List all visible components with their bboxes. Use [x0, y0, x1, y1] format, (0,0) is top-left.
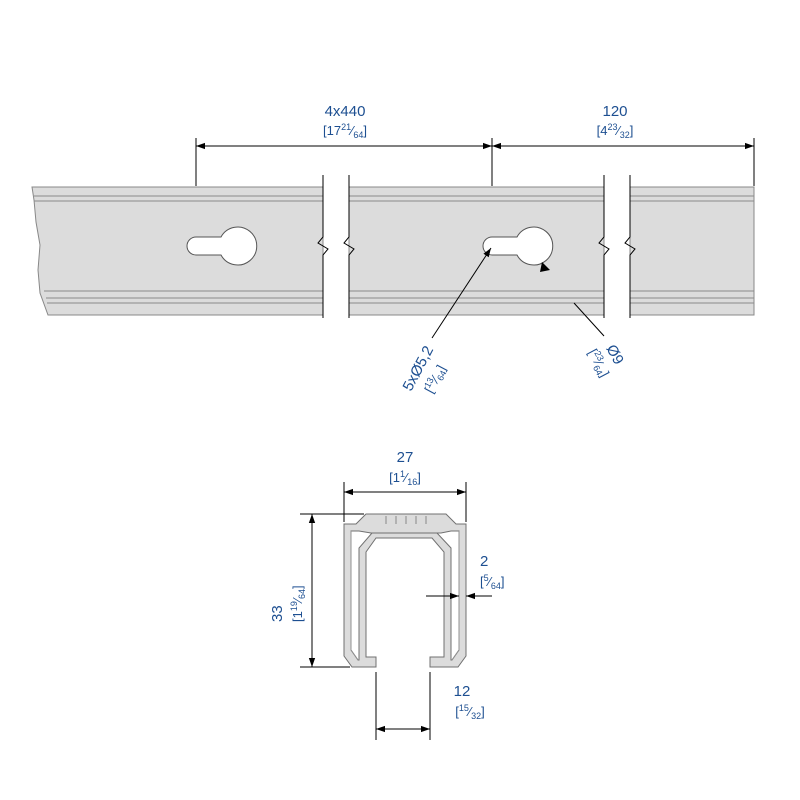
head-value: Ø9: [602, 342, 626, 368]
profile-body: [343, 513, 467, 668]
width-dimension: 27 [11⁄16]: [343, 449, 467, 522]
rail-segment-right: [629, 186, 755, 316]
wall-imperial: [5⁄64]: [480, 573, 504, 591]
spacing-value: 4x440: [325, 103, 366, 120]
rail-lip-lines: [34, 195, 754, 304]
spacing-dimension: 4x440 [1721⁄64]: [195, 103, 493, 186]
profile-top-slots: [385, 516, 427, 524]
spacing-imperial: [1721⁄64]: [323, 122, 367, 140]
width-value: 27: [397, 449, 414, 466]
keyhole-slot-1: [186, 226, 258, 266]
profile-cross-section: 27 [11⁄16] 33 [119⁄64] 2 [5⁄64] 12 [15⁄3…: [269, 449, 504, 740]
profile-inner-wall: [350, 531, 460, 661]
height-value: 33: [269, 605, 286, 622]
end-offset-imperial: [423⁄32]: [597, 122, 634, 140]
rail-segment-middle: [348, 186, 605, 316]
break-line-left: [317, 175, 355, 318]
rail-segment-left: [31, 186, 324, 316]
end-offset-dimension: 120 [423⁄32]: [492, 103, 755, 186]
break-line-right: [598, 175, 636, 318]
opening-dimension: 12 [15⁄32]: [375, 672, 485, 740]
opening-value: 12: [454, 683, 471, 700]
opening-imperial: [15⁄32]: [455, 703, 484, 721]
height-imperial: [119⁄64]: [289, 585, 307, 622]
rail-side-view: 4x440 [1721⁄64] 120 [423⁄32] 5xØ5,2 [13⁄…: [31, 103, 755, 396]
wall-value: 2: [480, 553, 488, 570]
keyhole-slot-2: [482, 226, 554, 266]
width-imperial: [11⁄16]: [389, 469, 421, 487]
end-offset-value: 120: [602, 103, 627, 120]
